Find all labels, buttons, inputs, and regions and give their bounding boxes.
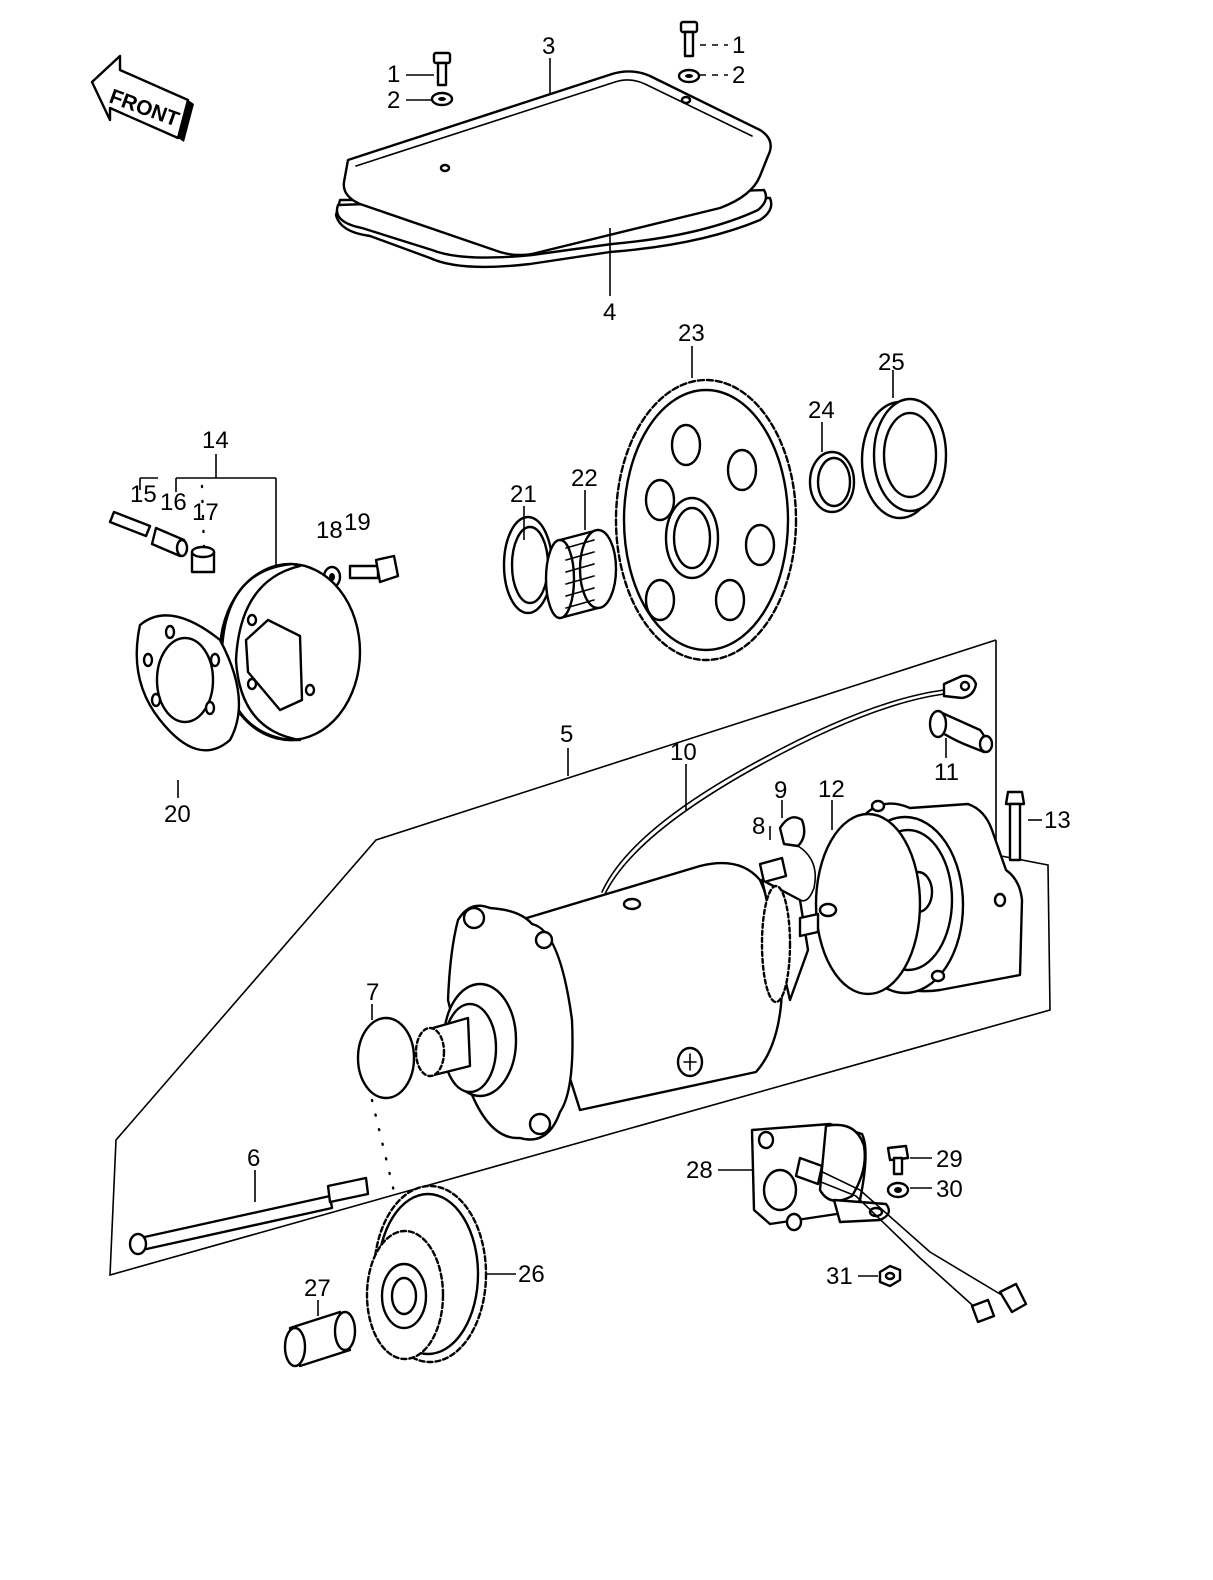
callout-18: 18: [316, 517, 343, 544]
washer-30: [886, 1181, 910, 1199]
oil-seal-25: [860, 397, 948, 520]
callout-24: 24: [808, 397, 835, 424]
callout-6: 6: [247, 1145, 260, 1172]
callout-30: 30: [936, 1176, 963, 1203]
clutch-plate-20: [135, 614, 241, 752]
brush-8: [758, 856, 788, 884]
callout-16: 16: [160, 489, 187, 516]
leader-lines: [139, 44, 1042, 1316]
callout-26: 26: [518, 1261, 545, 1288]
callout-13: 13: [1044, 807, 1071, 834]
front-arrow-icon: FRONT: [90, 54, 194, 142]
motor-group-outline: [109, 639, 1051, 1277]
callout-31: 31: [826, 1263, 853, 1290]
callout-22: 22: [571, 465, 598, 492]
callout-14: 14: [202, 427, 229, 454]
idle-gear-26: [365, 1184, 488, 1364]
bolt-13: [1004, 790, 1026, 862]
callout-1-right: 1: [732, 32, 745, 59]
callout-2: 2: [387, 87, 400, 114]
clutch-spring-15: [108, 510, 152, 538]
callout-21: 21: [510, 481, 537, 508]
bolt-1-left: [432, 51, 452, 87]
o-ring-7: [356, 1016, 416, 1100]
callout-9: 9: [774, 777, 787, 804]
bolt-19: [348, 554, 400, 584]
starter-relay-28: [750, 1122, 1028, 1324]
cover-assembly: [334, 70, 773, 269]
callout-27: 27: [304, 1275, 331, 1302]
callout-11: 11: [934, 759, 959, 786]
callout-15: 15: [130, 481, 157, 508]
gear-23: [614, 378, 798, 662]
callout-1: 1: [387, 61, 400, 88]
elbow-11: [928, 709, 994, 754]
callout-23: 23: [678, 320, 705, 347]
starter-motor-5: [414, 861, 838, 1141]
callout-7: 7: [366, 979, 379, 1006]
collar-27: [283, 1310, 357, 1368]
callout-3: 3: [542, 33, 555, 60]
brush-holder-9: [778, 816, 817, 902]
nut-31: [878, 1264, 902, 1288]
washer-2-right: [677, 68, 701, 84]
callout-8: 8: [752, 813, 765, 840]
callout-10: 10: [670, 739, 697, 766]
callout-5: 5: [560, 721, 573, 748]
o-ring-12: [814, 812, 922, 996]
through-bolt-6: [128, 1176, 370, 1256]
callout-28: 28: [686, 1157, 713, 1184]
needle-bearing-22: [544, 528, 618, 620]
callout-4: 4: [603, 299, 616, 326]
callout-labels: 1 2 3 4 5 6 7 8 9 10 11 12 13 14 15 16 1…: [130, 32, 1071, 1302]
bolt-29: [886, 1144, 910, 1176]
callout-12: 12: [818, 776, 845, 803]
washer-2-left: [430, 91, 454, 107]
callout-29: 29: [936, 1146, 963, 1173]
lead-wire-10: [601, 674, 978, 895]
callout-20: 20: [164, 801, 191, 828]
callout-19: 19: [344, 509, 371, 536]
clutch-roller-17: [190, 545, 216, 574]
bolt-1-right: [679, 20, 699, 58]
callout-25: 25: [878, 349, 905, 376]
callout-17: 17: [192, 499, 219, 526]
washer-21: [502, 515, 554, 615]
clutch-body: [218, 562, 362, 742]
washer-24: [808, 450, 856, 514]
callout-2-right: 2: [732, 62, 745, 89]
clutch-pin-16: [150, 526, 189, 558]
